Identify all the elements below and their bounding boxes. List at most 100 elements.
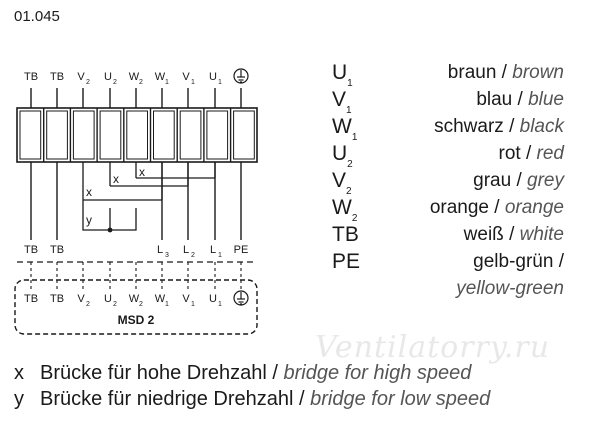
msd-terminal-3-sub: 2 (113, 301, 117, 308)
legend-symbol-main: V (332, 88, 347, 111)
msd-terminal-1-text: TB (50, 293, 64, 305)
legend-color: blau / blue (476, 89, 564, 111)
legend-color-en: brown (512, 62, 564, 83)
legend-color: rot / red (499, 143, 565, 165)
legend-symbol: TB (332, 224, 359, 246)
terminal-cell-7 (206, 110, 229, 160)
top-terminal-4-text: W (129, 71, 140, 83)
msd-terminal-6-text: V (182, 293, 190, 305)
legend-color-en: white (519, 224, 564, 245)
legend-separator: / (503, 224, 520, 245)
msd-terminal-2-sub: 2 (86, 301, 90, 308)
legend-row: U1 braun / brown (332, 60, 564, 90)
legend-symbol-sub: 1 (347, 78, 353, 90)
msd-terminal-8 (233, 290, 249, 306)
legend-color-de: orange (429, 197, 489, 218)
terminal-cell-5 (153, 110, 175, 160)
msd-terminal-4-text: W (129, 293, 140, 305)
legend-row: PE gelb-grün / (332, 249, 564, 276)
middle-terminal-3-text: L (183, 244, 189, 256)
note-text-en: bridge for high speed (283, 362, 472, 384)
top-terminal-7-text: U (209, 71, 217, 83)
legend-symbol-main: W (332, 196, 352, 219)
msd-label: MSD 2 (118, 313, 155, 327)
top-terminal-2-sub: 2 (86, 79, 90, 86)
legend-separator: / (553, 251, 564, 272)
legend-symbol-sub: 1 (346, 105, 352, 117)
legend-color-de: braun (447, 62, 497, 83)
middle-terminal-1-text: TB (50, 244, 64, 256)
terminal-cell-0 (19, 110, 42, 160)
bridge-y-label: y (86, 213, 92, 227)
terminal-block (16, 107, 258, 163)
legend-separator: / (520, 143, 537, 164)
legend-symbol: PE (332, 251, 360, 273)
middle-terminal-4-text: L (210, 244, 216, 256)
top-terminal-0-text: TB (24, 71, 38, 83)
top-terminal-5-text: W (155, 71, 166, 83)
legend-color-de: gelb-grün (473, 251, 554, 272)
top-terminal-3-text: U (104, 71, 112, 83)
msd-terminal-1: TB (50, 293, 64, 305)
note-text-de: Brücke für hohe Drehzahl (40, 362, 267, 384)
legend-row: TB weiß / white (332, 222, 564, 249)
msd-terminal-0-text: TB (24, 293, 38, 305)
msd-terminal-3-text: U (104, 293, 112, 305)
legend-color: grau / grey (473, 170, 564, 192)
legend-symbol: U2 (332, 143, 353, 174)
legend-symbol-sub: 2 (347, 159, 353, 171)
middle-terminal-2-text: L (157, 244, 163, 256)
legend-symbol-main: TB (332, 223, 359, 246)
legend-color-de: rot (498, 143, 521, 164)
legend-row: V1 blau / blue (332, 87, 564, 117)
ground-icon (233, 68, 249, 84)
legend-symbol-main: V (332, 169, 347, 192)
legend-color: schwarz / black (434, 116, 564, 138)
legend-symbol-main: U (332, 61, 348, 84)
legend-color-en: grey (527, 170, 564, 191)
terminal-block-cells (19, 108, 255, 162)
legend-separator: / (488, 197, 505, 218)
bridge-x-label-2: x (113, 172, 119, 186)
bridge-x-label-3: x (139, 165, 145, 179)
legend-symbol: V2 (332, 170, 352, 201)
top-terminal-0: TB (24, 71, 38, 83)
terminal-cell-6 (179, 110, 202, 160)
legend-symbol-main: W (332, 115, 352, 138)
terminal-leads-top (30, 88, 242, 108)
legend-symbol-sub: 1 (351, 132, 358, 144)
legend-row: W1 schwarz / black (332, 114, 564, 144)
legend-symbol-sub: 2 (346, 186, 352, 198)
note-separator: / (266, 362, 284, 384)
legend-color-en: blue (528, 89, 564, 110)
legend-color: braun / brown (448, 62, 564, 84)
ground-icon (233, 290, 249, 306)
legend-color-en: red (536, 143, 564, 164)
legend-color-de: weiß (463, 224, 504, 245)
terminal-cell-2 (72, 110, 95, 160)
document-code: 01.045 (14, 8, 60, 25)
legend-separator: / (503, 116, 520, 137)
legend-color-de: grau (473, 170, 512, 191)
middle-terminal-1: TB (50, 244, 64, 256)
legend-color: weiß / white (464, 224, 564, 246)
top-terminal-2-text: V (77, 71, 85, 83)
msd-terminal-7-sub: 1 (218, 301, 222, 308)
legend-symbol-main: U (332, 142, 348, 165)
